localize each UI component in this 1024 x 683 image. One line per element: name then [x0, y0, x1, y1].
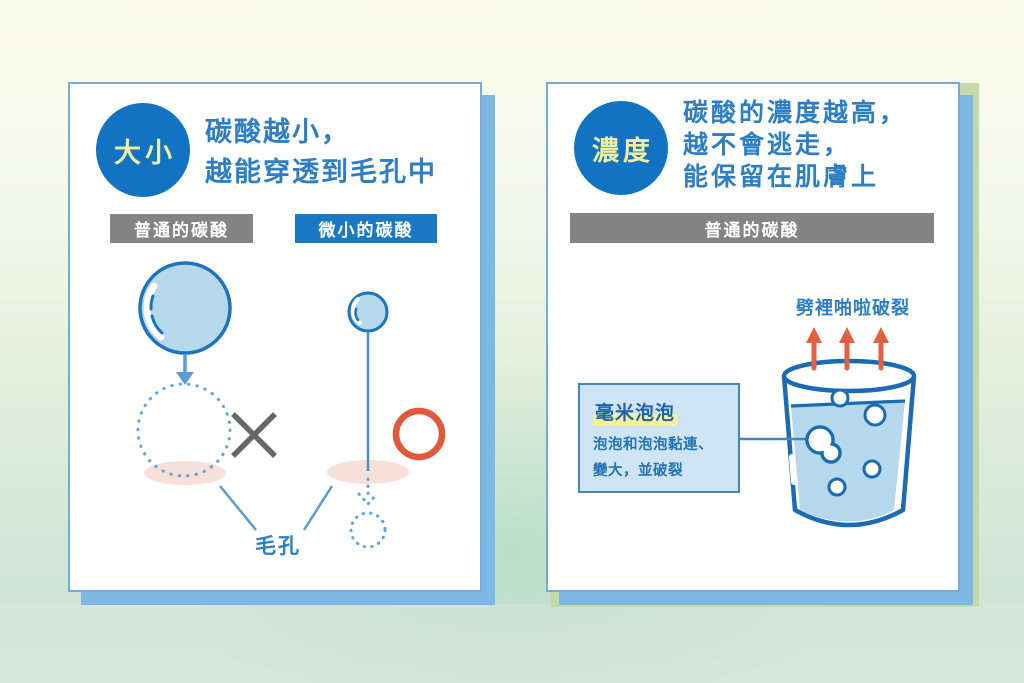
glass-icon [781, 358, 917, 528]
pore-pointer-left [219, 485, 257, 531]
water-icon [791, 401, 905, 522]
callout-title-text: 毫米泡泡 [593, 403, 678, 426]
normal-carbonic-bar-wide: 普通的碳酸 [570, 213, 934, 243]
size-diagram [136, 261, 446, 549]
pore-right-icon [327, 460, 409, 484]
size-panel: 大小 碳酸越小， 越能穿透到毛孔中 普通的碳酸 微小的碳酸 [68, 82, 482, 592]
size-badge: 大小 [96, 103, 190, 197]
merged-bubble-icon [805, 425, 842, 464]
concentration-heading-line3: 能保留在肌膚上 [683, 164, 880, 191]
normal-carbonic-bar: 普通的碳酸 [110, 214, 253, 243]
callout-body-line1: 泡泡和泡泡黏連、 [593, 437, 713, 453]
millimeter-bubble-callout: 毫米泡泡 泡泡和泡泡黏連、 變大，並破裂 [578, 383, 740, 493]
dotted-circle-large-icon [136, 382, 232, 478]
pore-label: 毛孔 [255, 534, 301, 558]
concentration-badge: 濃度 [574, 101, 668, 195]
arrow-down-icon [176, 355, 194, 385]
burst-arrows-icon [806, 327, 889, 371]
size-heading: 碳酸越小， 越能穿透到毛孔中 [205, 112, 437, 192]
callout-title: 毫米泡泡 [593, 398, 738, 426]
burst-label: 劈裡啪啦破裂 [796, 298, 910, 318]
concentration-badge-label: 濃度 [592, 135, 654, 166]
pore-left-icon [144, 461, 226, 485]
concentration-heading-line2: 越不會逃走， [683, 132, 852, 159]
dotted-circle-small-icon [349, 511, 387, 549]
concentration-panel: 濃度 碳酸的濃度越高， 越不會逃走， 能保留在肌膚上 普通的碳酸 劈裡啪啦破裂 [546, 82, 960, 592]
size-badge-label: 大小 [114, 137, 176, 168]
x-mark-icon [231, 412, 277, 458]
concentration-diagram [740, 327, 917, 528]
small-bubble-icon [347, 291, 389, 333]
callout-body-line2: 變大，並破裂 [593, 463, 683, 479]
dotted-arrow-icon [357, 477, 379, 507]
micro-carbonic-bar: 微小的碳酸 [295, 214, 437, 243]
pore-pointer-right [302, 485, 334, 531]
large-bubble-icon [138, 261, 232, 355]
size-heading-line1: 碳酸越小， [205, 117, 350, 147]
o-mark-icon [392, 407, 446, 461]
size-heading-line2: 越能穿透到毛孔中 [205, 157, 437, 187]
bubbles-icon [805, 388, 887, 497]
concentration-heading: 碳酸的濃度越高， 越不會逃走， 能保留在肌膚上 [683, 98, 907, 194]
concentration-heading-line1: 碳酸的濃度越高， [683, 100, 908, 127]
